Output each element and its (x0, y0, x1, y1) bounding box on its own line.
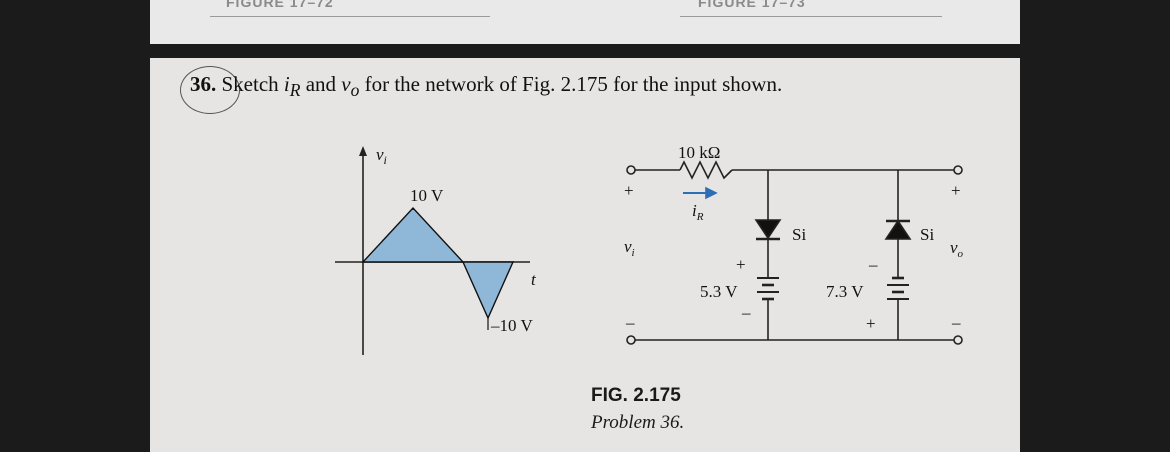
input-plus: + (624, 181, 634, 200)
resistor (679, 160, 733, 180)
problem-text: Sketch iR and vo for the network of Fig.… (221, 72, 783, 101)
battery1-plus: + (736, 255, 746, 274)
input-terminal-bottom (626, 335, 636, 345)
diode2-label: Si (920, 225, 934, 244)
output-terminal-top (953, 165, 963, 175)
output-label: vo (950, 238, 964, 260)
circuit-labels: 10 kΩ iR + vi – + vo – Si Si + – 5.3 V –… (624, 143, 964, 333)
divider-rule (680, 16, 942, 17)
output-plus: + (951, 181, 961, 200)
previous-page-strip: FIGURE 17–72 FIGURE 17–73 (150, 0, 1020, 44)
figure-caption-subtitle: Problem 36. (591, 412, 685, 433)
current-label: iR (692, 201, 704, 223)
problem-statement: 36. Sketch iR and vo for the network of … (190, 72, 782, 101)
diode-2 (884, 219, 912, 240)
battery2-plus: + (866, 314, 876, 333)
textbook-page (150, 58, 1020, 452)
resistor-label: 10 kΩ (678, 143, 720, 162)
trough-label: –10 V (490, 316, 533, 335)
input-label: vi (624, 237, 635, 259)
circuit (626, 160, 963, 345)
vi-axis-label: vi (376, 145, 387, 167)
output-minus: – (951, 313, 961, 332)
time-label: t (531, 270, 537, 289)
battery2-minus: – (868, 255, 878, 274)
battery2-label: 7.3 V (826, 282, 864, 301)
negative-half-cycle (461, 261, 515, 320)
input-waveform: vi 10 V –10 V t (335, 145, 537, 355)
battery1-label: 5.3 V (700, 282, 738, 301)
input-terminal-top (626, 165, 636, 175)
peak-label: 10 V (410, 186, 444, 205)
figure-label-left: FIGURE 17–72 (226, 0, 334, 10)
problem-number: 36. (190, 72, 217, 96)
figure-label-right: FIGURE 17–73 (698, 0, 806, 10)
diode-1 (754, 219, 782, 240)
divider-rule (210, 16, 490, 17)
hand-drawn-circle (180, 66, 240, 114)
input-minus: – (625, 313, 635, 332)
output-terminal-bottom (953, 335, 963, 345)
diode1-label: Si (792, 225, 806, 244)
battery1-minus: – (741, 303, 751, 322)
figure-caption-title: FIG. 2.175 (591, 385, 681, 406)
positive-half-cycle (361, 206, 465, 263)
